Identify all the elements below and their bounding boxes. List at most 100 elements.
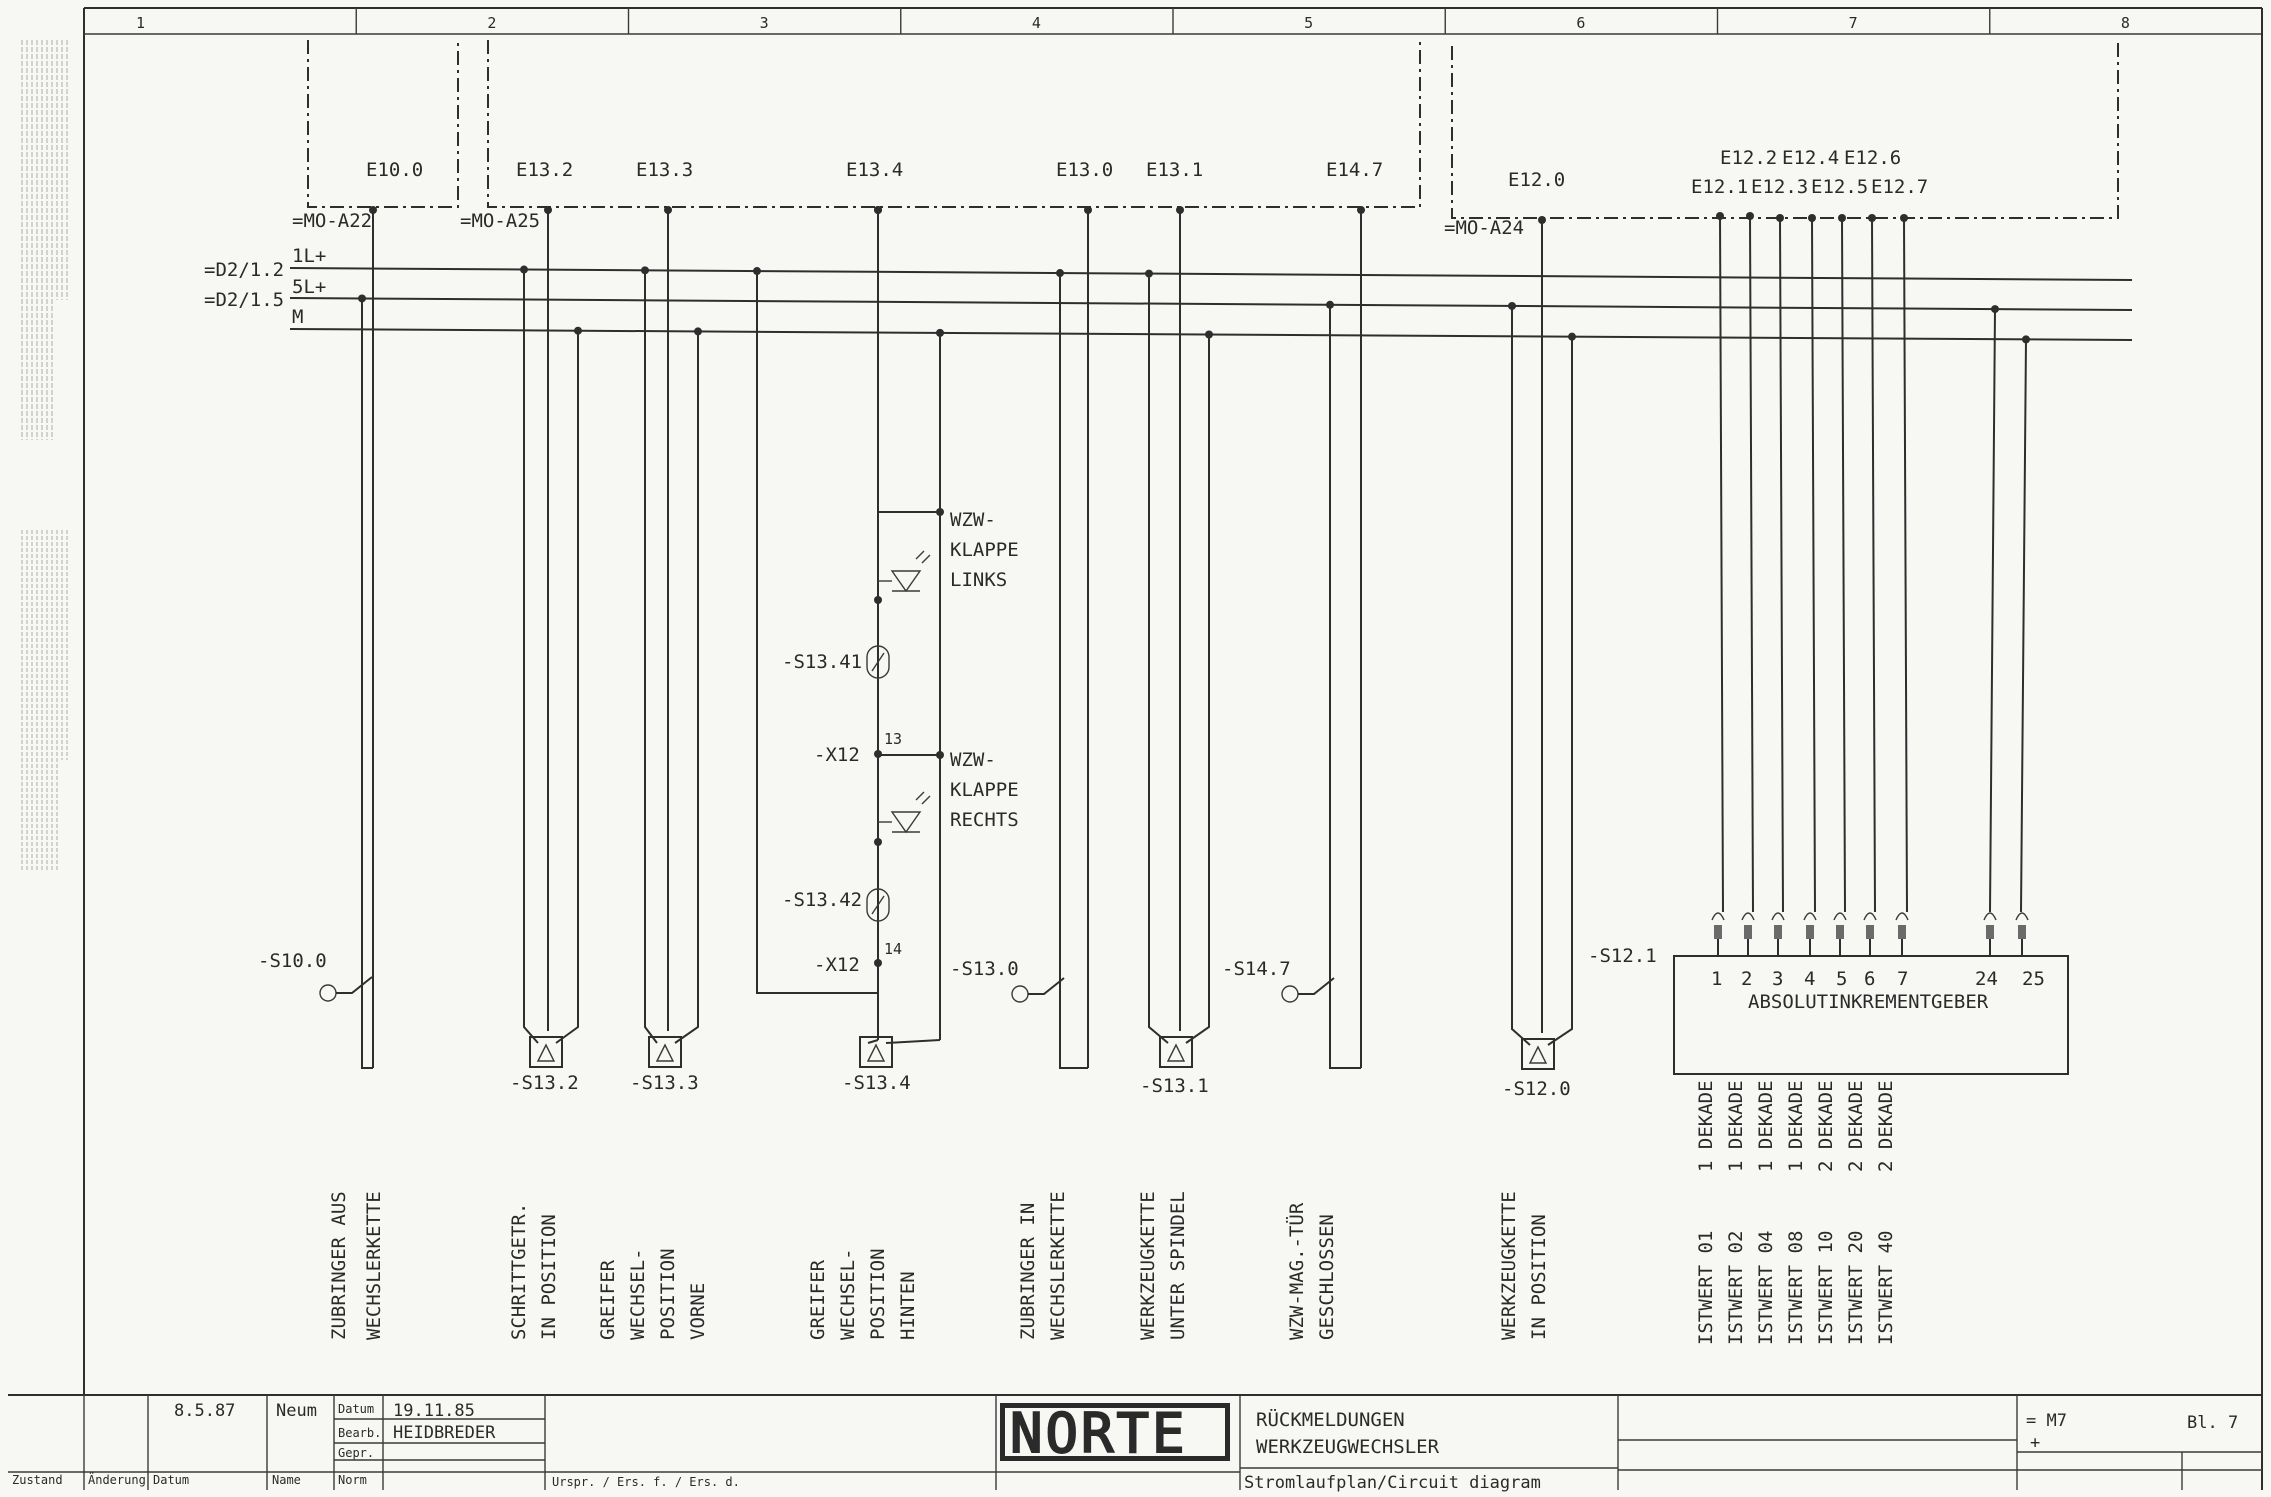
change-date: 8.5.87 [174,1401,235,1421]
encoder-pin-number: 5 [1836,968,1847,990]
sheet-number: Bl. 7 [2187,1413,2238,1433]
function-description: IN POSITION [538,1214,560,1340]
column-number: 8 [2121,14,2130,32]
norte-logo: NORTE [1000,1401,1230,1466]
proximity-sensor-icon [648,1036,682,1068]
label-geprueft: Gepr. [338,1446,374,1460]
encoder-pin-number: 3 [1772,968,1783,990]
encoder-pin-number: 2 [1741,968,1752,990]
connector-pin-icon [1833,912,1847,956]
flap-right-label: WZW- [950,749,996,771]
device-label: -S13.1 [1140,1075,1209,1097]
rail-feed-d2-1-5: =D2/1.5 [204,289,284,311]
column-number: 7 [1849,14,1858,32]
connector-pin-icon [1711,912,1725,956]
module-label-mo-a22: =MO-A22 [292,210,372,232]
istwert-label: ISTWERT 40 [1875,1231,1897,1345]
proximity-sensor-icon [1159,1036,1193,1068]
input-address: E13.4 [846,159,903,181]
function-description: GREIFER [807,1259,829,1340]
label-zustand: Zustand [12,1473,63,1487]
rail-5l-plus [289,297,2133,311]
connector-pin-icon [1803,912,1817,956]
change-name: Neum [276,1401,317,1421]
switch-label-s13-42: -S13.42 [782,889,862,911]
function-description: WECHSEL- [837,1248,859,1340]
encoder-input-address: E12.4 [1782,147,1839,169]
label-norm: Norm [338,1473,367,1487]
encoder-input-address: E12.6 [1844,147,1901,169]
label-name: Name [272,1473,301,1487]
rail-name-1l-plus: 1L+ [292,245,326,267]
input-address: E12.0 [1508,169,1565,191]
rail-feed-d2-1-2: =D2/1.2 [204,259,284,281]
location-designation: + [2030,1433,2040,1453]
input-address: E13.2 [516,159,573,181]
function-description: ZUBRINGER AUS [328,1191,350,1340]
device-label: -S14.7 [1222,958,1291,980]
terminal-label-x12: -X12 [814,954,860,976]
function-description: WECHSLERKETTE [363,1191,385,1340]
title-line-2: WERKZEUGWECHSLER [1256,1436,1440,1458]
istwert-label: ISTWERT 04 [1755,1231,1777,1345]
istwert-label: ISTWERT 20 [1845,1231,1867,1345]
column-number: 1 [136,14,145,32]
svg-text:NORTE: NORTE [1010,1402,1188,1465]
module-box-mo-a22 [307,40,459,208]
input-address: E13.1 [1146,159,1203,181]
device-label: -S10.0 [258,950,327,972]
module-box-mo-a25 [487,40,1421,208]
flap-left-label: WZW- [950,509,996,531]
connector-pin-icon [1863,912,1877,956]
proximity-sensor-icon [1521,1038,1555,1070]
connector-pin-icon [1771,912,1785,956]
function-description: WECHSEL- [627,1248,649,1340]
title-block: 8.5.87 Neum Datum Bearb. Gepr. Norm Zust… [8,1394,2262,1493]
terminal-number-13: 13 [884,730,902,748]
function-description: IN POSITION [1528,1214,1550,1340]
encoder-pin-number: 7 [1897,968,1908,990]
plant-designation: = M7 [2026,1411,2067,1431]
label-bearbeitet: Bearb. [338,1426,381,1440]
function-description: WECHSLERKETTE [1047,1191,1069,1340]
encoder-input-address: E12.5 [1811,176,1868,198]
device-label: -S13.0 [950,958,1019,980]
led-icon [878,550,931,593]
module-label-mo-a25: =MO-A25 [460,210,540,232]
istwert-label: ISTWERT 08 [1785,1231,1807,1345]
drawing-date: 19.11.85 [393,1401,475,1421]
dekade-label: 1 DEKADE [1725,1080,1747,1172]
encoder-pin-number: 25 [2022,968,2045,990]
connector-pin-icon [2015,912,2029,956]
input-address: E13.0 [1056,159,1113,181]
limit-switch-icon [1011,977,1065,1003]
function-description: WERKZEUGKETTE [1498,1191,1520,1340]
terminal-label-x12: -X12 [814,744,860,766]
device-label: -S13.2 [510,1072,579,1094]
encoder-pin-number: 24 [1975,968,1998,990]
switch-label-s13-41: -S13.41 [782,651,862,673]
function-description: POSITION [867,1248,889,1340]
rail-1l-plus [289,267,2133,281]
label-aenderung: Änderung [88,1472,146,1487]
subtitle: Stromlaufplan/Circuit diagram [1244,1473,1541,1493]
dekade-label: 2 DEKADE [1875,1080,1897,1172]
encoder-input-address: E12.3 [1751,176,1808,198]
function-description: VORNE [687,1283,709,1340]
istwert-label: ISTWERT 01 [1695,1231,1717,1345]
encoder-input-address: E12.7 [1871,176,1928,198]
proximity-sensor-icon [859,1036,893,1068]
limit-switch-icon [1281,977,1335,1003]
label-datum-change: Datum [153,1473,189,1487]
encoder-pin-number: 4 [1804,968,1815,990]
function-description: UNTER SPINDEL [1167,1191,1189,1340]
istwert-label: ISTWERT 10 [1815,1231,1837,1345]
